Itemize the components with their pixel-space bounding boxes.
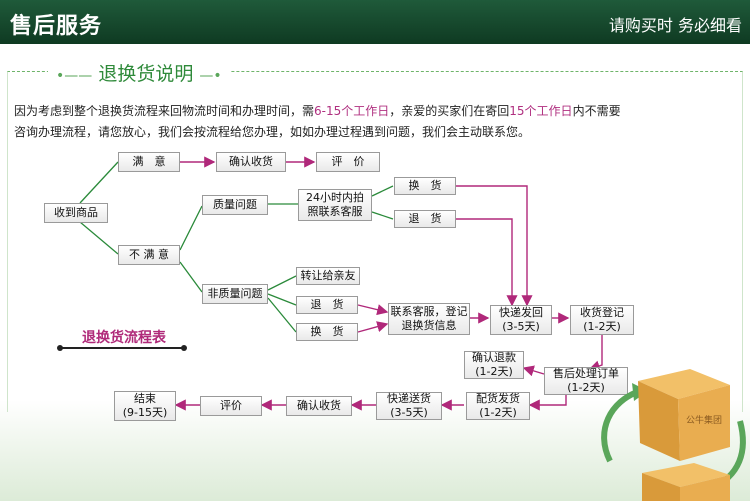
- node-quality-issue: 质量问题: [202, 195, 268, 215]
- cardboard-boxes-icon: 公牛集团: [601, 369, 746, 501]
- intro-line1-b: ，亲爱的买家们在寄回: [389, 104, 510, 118]
- node-review-final: 评价: [200, 396, 262, 416]
- arrow-exchange1-shipback: [456, 185, 533, 307]
- arrow-aftersale-dispatch: [528, 392, 567, 411]
- arrow-return1-shipback: [456, 218, 518, 307]
- node-contact-24h: 24小时内拍 照联系客服: [298, 189, 372, 221]
- header-slogan: 请购买时 务必细看: [608, 16, 742, 35]
- legend-title: 退换货流程表: [82, 330, 166, 346]
- legend-dot-left-icon: [57, 345, 63, 351]
- node-non-quality-issue: 非质量问题: [202, 284, 268, 304]
- intro-highlight-days: 6-15个工作日: [314, 104, 390, 118]
- branch-nonquality-exchange: [267, 297, 297, 333]
- node-service-register: 联系客服，登记 退换货信息: [388, 303, 470, 335]
- node-return-nonquality: 退 货: [296, 296, 358, 314]
- node-receiving-register: 收货登记 (1-2天): [570, 305, 634, 335]
- node-end: 结束 (9-15天): [114, 391, 176, 421]
- header-title: 售后服务: [10, 14, 103, 39]
- branch-contact-return: [371, 211, 394, 220]
- branch-nonquality-gift: [267, 275, 297, 291]
- legend-underline: [60, 347, 184, 349]
- intro-text: 因为考虑到整个退换货流程来回物流时间和办理时间，需6-15个工作日，亲爱的买家们…: [14, 101, 734, 143]
- node-unsatisfied: 不 满 意: [118, 245, 180, 265]
- section-title-text: 退换货说明: [98, 63, 194, 85]
- branch-contact-exchange: [371, 185, 394, 197]
- node-return-quality: 退 货: [394, 210, 456, 228]
- title-dash-right-icon: —•: [199, 68, 222, 84]
- section-title: •—— 退换货说明 —•: [48, 59, 230, 86]
- branch-receive-satisfied: [79, 161, 119, 204]
- node-exchange-nonquality: 换 货: [296, 323, 358, 341]
- branch-nonquality-return: [267, 293, 297, 306]
- node-confirm-receipt: 确认收货: [216, 152, 286, 172]
- arrow-return2-register: [357, 304, 389, 316]
- node-satisfied: 满 意: [118, 152, 180, 172]
- node-after-sale-order: 售后处理订单 (1-2天): [544, 367, 628, 395]
- branch-unsatisfied-nonquality: [179, 261, 203, 293]
- node-review: 评 价: [316, 152, 380, 172]
- arrow-aftersale-refund: [522, 365, 545, 377]
- intro-line2: 咨询办理流程，请您放心，我们会按流程给您办理，如如办理过程遇到问题，我们会主动联…: [14, 125, 531, 139]
- legend-dot-right-icon: [181, 345, 187, 351]
- header-bar: 售后服务 请购买时 务必细看: [0, 0, 750, 44]
- node-confirm-receipt-final: 确认收货: [286, 396, 352, 416]
- arrow-exchange2-register: [357, 321, 389, 333]
- node-dispatch: 配货发货 (1-2天): [466, 392, 530, 420]
- branch-receive-unsatisfied: [79, 221, 119, 255]
- node-confirm-refund: 确认退款 (1-2天): [464, 351, 524, 379]
- intro-line1-c: 内不需要: [572, 104, 621, 118]
- intro-line1-a: 因为考虑到整个退换货流程来回物流时间和办理时间，需: [14, 104, 315, 118]
- node-receive: 收到商品: [44, 203, 108, 223]
- node-express-delivery: 快递送货 (3-5天): [376, 392, 442, 420]
- node-gift-transfer: 转让给亲友: [296, 267, 360, 285]
- title-dash-left-icon: •——: [56, 68, 93, 84]
- node-exchange-quality: 换 货: [394, 177, 456, 195]
- box-label: 公牛集团: [686, 414, 722, 426]
- branch-unsatisfied-quality: [179, 205, 203, 251]
- section-frame: [7, 71, 743, 412]
- intro-highlight-workdays: 15个工作日: [509, 104, 573, 118]
- node-ship-back: 快递发回 (3-5天): [490, 305, 552, 335]
